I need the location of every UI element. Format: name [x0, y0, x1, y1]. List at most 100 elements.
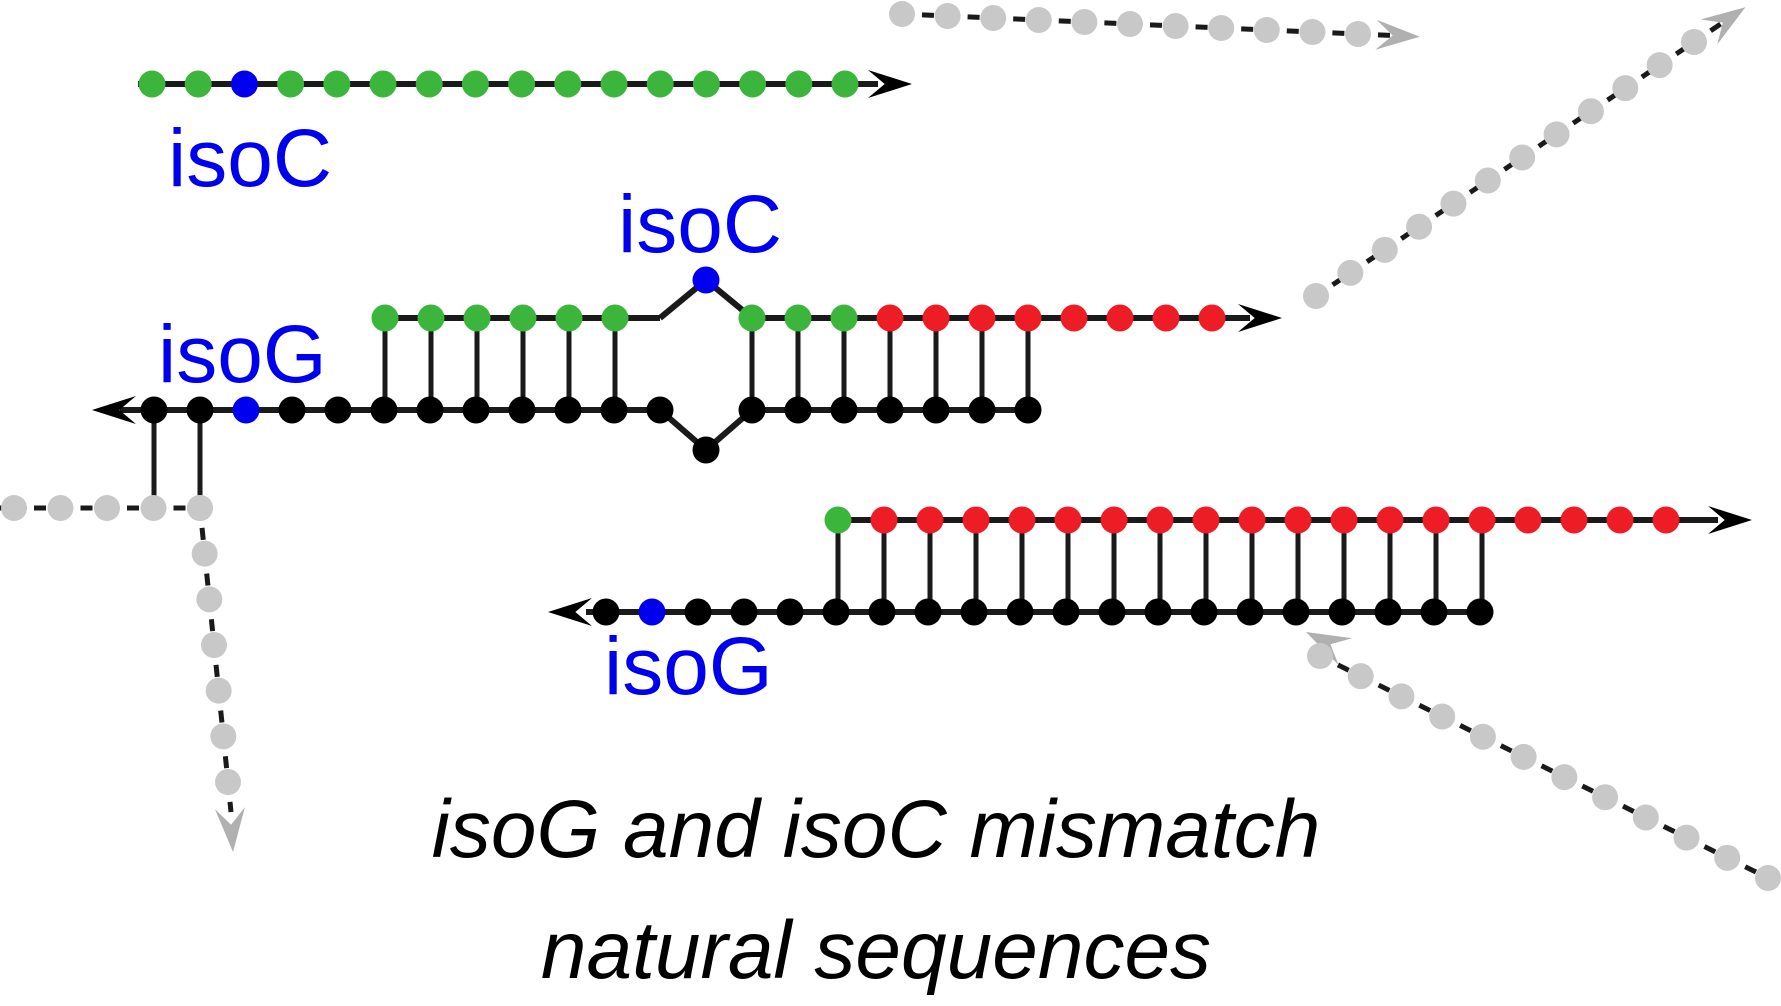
lower-duplex-top-bead-16 [1560, 506, 1588, 534]
gray-strand-diagonal-up-bead-7 [1543, 121, 1570, 148]
gray-strand-lower-right-bead-8 [1632, 804, 1659, 831]
gray-strand-top-bead-2 [980, 5, 1007, 31]
upper-duplex-bottom-bead-17 [968, 396, 996, 424]
gray-strand-diagonal-up-bead-10 [1646, 52, 1673, 79]
lower-duplex-bottom-bead-6 [868, 598, 896, 626]
gray-strand-lower-right-bead-10 [1714, 844, 1741, 871]
upper-duplex-bottom-bead-6 [416, 396, 444, 424]
gray-strand-vertical-bead-1 [191, 540, 218, 567]
gray-strand-vertical-bead-2 [196, 586, 223, 613]
gray-strand-top-bead-1 [934, 3, 961, 29]
lower-duplex-top-bead-6 [1100, 506, 1128, 534]
lower-duplex-top-arrow [1708, 506, 1752, 534]
upper-duplex-bottom-bead-15 [876, 396, 904, 424]
top-bead-11 [646, 70, 674, 98]
gray-strand-vertical-bead-0 [187, 495, 213, 521]
top-bead-6 [415, 70, 443, 98]
upper-duplex-bottom-bead-14 [830, 396, 858, 424]
caption-line-1: isoG and isoC mismatch [432, 784, 1321, 875]
label-isog-lower: isoG [604, 621, 773, 712]
gray-strand-vertical-bead-5 [210, 723, 237, 750]
lower-duplex-bottom-bead-14 [1236, 598, 1264, 626]
lower-duplex-top-bead-11 [1330, 506, 1358, 534]
lower-duplex-bottom-bead-5 [822, 598, 850, 626]
top-bead-7 [461, 70, 489, 98]
upper-duplex-top-bead-7 [784, 304, 812, 332]
lower-duplex-top-bead-10 [1284, 506, 1312, 534]
lower-duplex-bottom-bead-18 [1420, 598, 1448, 626]
label-isoc-top: isoC [168, 113, 332, 204]
lower-duplex-bottom-bead-0 [592, 598, 620, 626]
upper-duplex-top-bead-3 [509, 304, 537, 332]
gray-strand-top-bead-7 [1208, 15, 1235, 41]
upper-duplex-isoc-bead [692, 266, 720, 294]
gray-strand-top-arrow [1375, 19, 1420, 50]
gray-strand-lower-right-bead-6 [1551, 764, 1578, 791]
upper-duplex-top-bead-15 [1152, 304, 1180, 332]
gray-strand-diagonal-up-bead-5 [1474, 167, 1501, 194]
gray-strand-top-bead-10 [1345, 21, 1371, 47]
gray-strand-lower-right-bead-11 [1755, 865, 1781, 891]
upper-duplex-top-bead-2 [463, 304, 491, 332]
gray-strand-top-bead-0 [889, 1, 915, 27]
lower-duplex-bottom-bead-2 [684, 598, 712, 626]
top-bead-8 [508, 70, 536, 98]
top-bead-12 [692, 70, 720, 98]
lower-duplex-bottom-bead-8 [960, 598, 988, 626]
gray-strand-left-bead-1 [47, 495, 74, 521]
upper-duplex-top-bead-13 [1060, 304, 1088, 332]
upper-duplex-bottom-arrow [92, 396, 136, 424]
lower-duplex-top-bead-2 [916, 506, 944, 534]
top-bead-0 [138, 70, 166, 98]
upper-duplex-bottom-bead-4 [324, 396, 352, 424]
upper-duplex-bottom-bead-2 [232, 396, 260, 424]
lower-duplex-bottom-bead-16 [1328, 598, 1356, 626]
upper-duplex-bottom-bead-12 [738, 396, 766, 424]
upper-duplex-top-bead-11 [968, 304, 996, 332]
lower-duplex-top-bead-15 [1514, 506, 1542, 534]
upper-duplex-top-arrow [1238, 304, 1282, 332]
gray-strand-left-bead-2 [94, 495, 120, 521]
upper-duplex-top-bead-1 [417, 304, 445, 332]
gray-strand-diagonal-up-bead-0 [1303, 283, 1329, 309]
top-bead-14 [785, 70, 813, 98]
top-bead-4 [323, 70, 351, 98]
lower-duplex-bottom-bead-19 [1466, 598, 1494, 626]
gray-strand-lower-right-bead-9 [1673, 824, 1700, 851]
lower-duplex-top-bead-1 [870, 506, 898, 534]
top-bead-2 [230, 70, 258, 98]
top-bead-15 [831, 70, 859, 98]
upper-duplex-bottom-bead-3 [278, 396, 306, 424]
lower-duplex-bottom-bead-9 [1006, 598, 1034, 626]
upper-duplex-top-bead-6 [738, 304, 766, 332]
upper-duplex-bottom-bead-11 [646, 396, 674, 424]
gray-strand-diagonal-up-bead-11 [1681, 29, 1707, 55]
upper-duplex-top-bead-16 [1198, 304, 1226, 332]
lower-duplex-top-bead-17 [1606, 506, 1634, 534]
gray-strand-top-bead-3 [1025, 7, 1052, 33]
upper-duplex-bottom-bead-5 [370, 396, 398, 424]
upper-duplex-bottom-bead-18 [1014, 396, 1042, 424]
label-isoc-bulge: isoC [618, 179, 782, 270]
lower-duplex-top-bead-5 [1054, 506, 1082, 534]
upper-duplex-bottom-bead-10 [600, 396, 628, 424]
gray-strand-left-bead-0 [1, 495, 27, 521]
lower-duplex-bottom-bead-12 [1144, 598, 1172, 626]
lower-duplex-top-bead-3 [962, 506, 990, 534]
gray-strand-lower-right-bead-4 [1469, 723, 1496, 750]
gray-strand-lower-right-bead-2 [1388, 683, 1415, 710]
lower-duplex-bottom-bead-11 [1098, 598, 1126, 626]
lower-duplex-bottom-arrow [548, 598, 592, 626]
lower-duplex-top-bead-4 [1008, 506, 1036, 534]
upper-duplex-top-bead-14 [1106, 304, 1134, 332]
lower-duplex-top-bead-13 [1422, 506, 1450, 534]
gray-strand-top-bead-4 [1071, 9, 1098, 35]
lower-duplex-bottom-bead-15 [1282, 598, 1310, 626]
strand-layer [0, 1, 1781, 891]
upper-duplex-top-bead-5 [601, 304, 629, 332]
upper-duplex-top-bead-8 [830, 304, 858, 332]
top-bead-1 [184, 70, 212, 98]
lower-duplex-bottom-bead-17 [1374, 598, 1402, 626]
gray-strand-top-bead-6 [1162, 13, 1189, 39]
